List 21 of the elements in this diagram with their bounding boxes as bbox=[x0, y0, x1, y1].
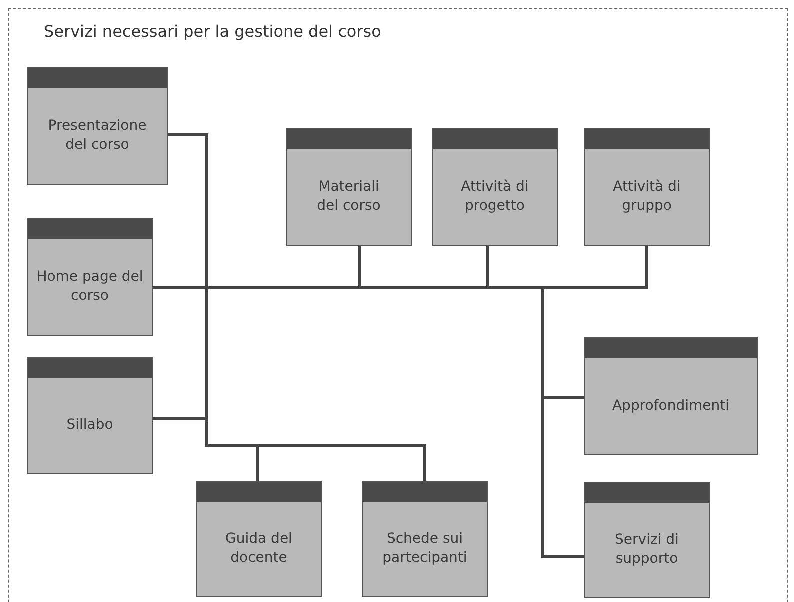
service-label: Schede sui partecipanti bbox=[382, 530, 468, 568]
service-box bbox=[196, 481, 322, 597]
service-box bbox=[286, 128, 412, 246]
service-box bbox=[584, 337, 758, 455]
service-label: Guida del docente bbox=[224, 530, 294, 568]
service-label: Materiali del corso bbox=[316, 178, 382, 216]
service-label: Sillabo bbox=[66, 416, 114, 435]
service-label: Presentazione del corso bbox=[47, 117, 148, 155]
service-label: Servizi di supporto bbox=[614, 531, 680, 569]
diagram-title: Servizi necessari per la gestione del corso bbox=[44, 22, 382, 41]
service-label: Attività di progetto bbox=[460, 178, 530, 216]
service-box bbox=[27, 67, 168, 185]
service-box bbox=[27, 357, 153, 474]
service-label: Attività di gruppo bbox=[612, 178, 682, 216]
service-box bbox=[27, 218, 153, 336]
service-box bbox=[362, 481, 488, 597]
service-box bbox=[432, 128, 558, 246]
service-label: Approfondimenti bbox=[612, 396, 730, 416]
service-label: Home page del corso bbox=[36, 268, 144, 306]
service-box bbox=[584, 482, 710, 598]
service-box bbox=[584, 128, 710, 246]
